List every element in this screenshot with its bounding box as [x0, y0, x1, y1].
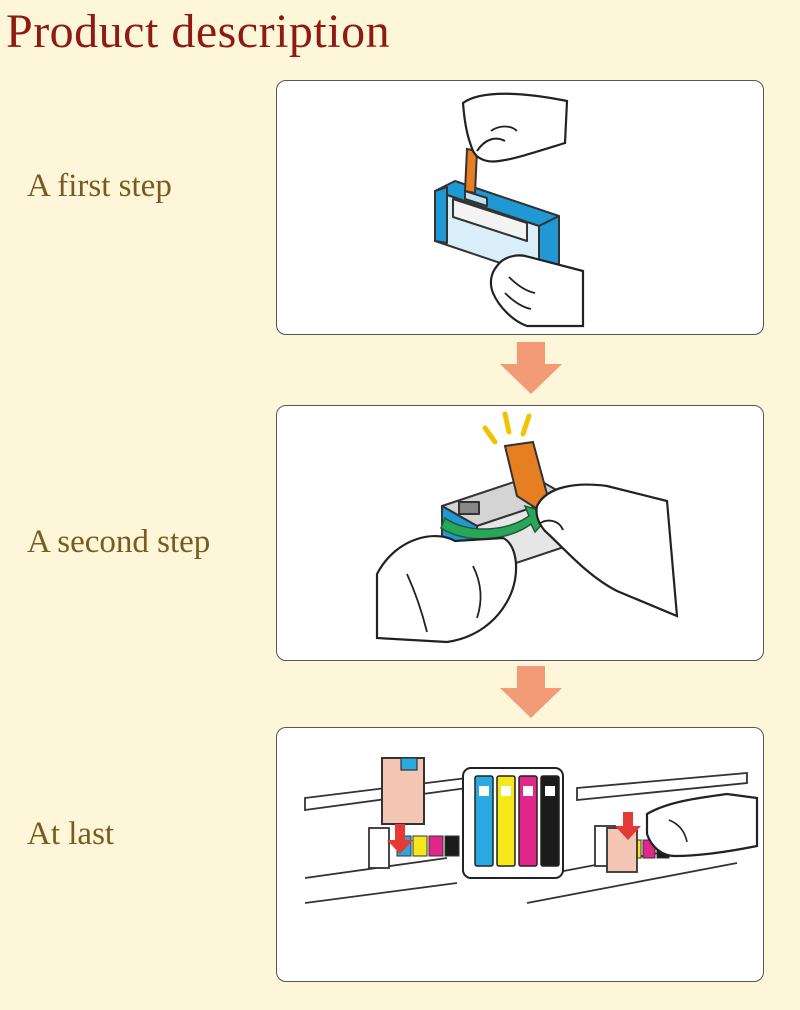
- highlight-burst-icon: [482, 411, 532, 445]
- step-1-panel: [276, 80, 764, 335]
- step-1-illustration: [434, 92, 585, 328]
- step-2-panel: [276, 405, 764, 661]
- ink-cartridge-image: [434, 180, 560, 277]
- hand-right-image: [535, 483, 679, 618]
- step-label-first: A first step: [27, 168, 172, 204]
- hand-bottom-image: [489, 254, 585, 328]
- down-arrow-icon: [500, 666, 562, 718]
- step-3-panel: [276, 727, 764, 982]
- step-label-second: A second step: [27, 524, 211, 560]
- page-title: Product description: [6, 5, 391, 58]
- rotate-arrow-icon: [440, 504, 553, 540]
- step-3-illustration: [304, 757, 759, 904]
- step-label-last: At last: [27, 816, 115, 852]
- hand-left-image: [375, 534, 518, 644]
- hand-press-image: [645, 792, 759, 858]
- insert-arrow-icon: [615, 812, 641, 840]
- down-arrow-icon: [500, 342, 562, 394]
- insert-arrow-icon: [387, 824, 413, 854]
- cartridge-color-guide: [474, 775, 560, 867]
- step-2-illustration: [375, 411, 679, 644]
- hand-top-image: [461, 92, 569, 163]
